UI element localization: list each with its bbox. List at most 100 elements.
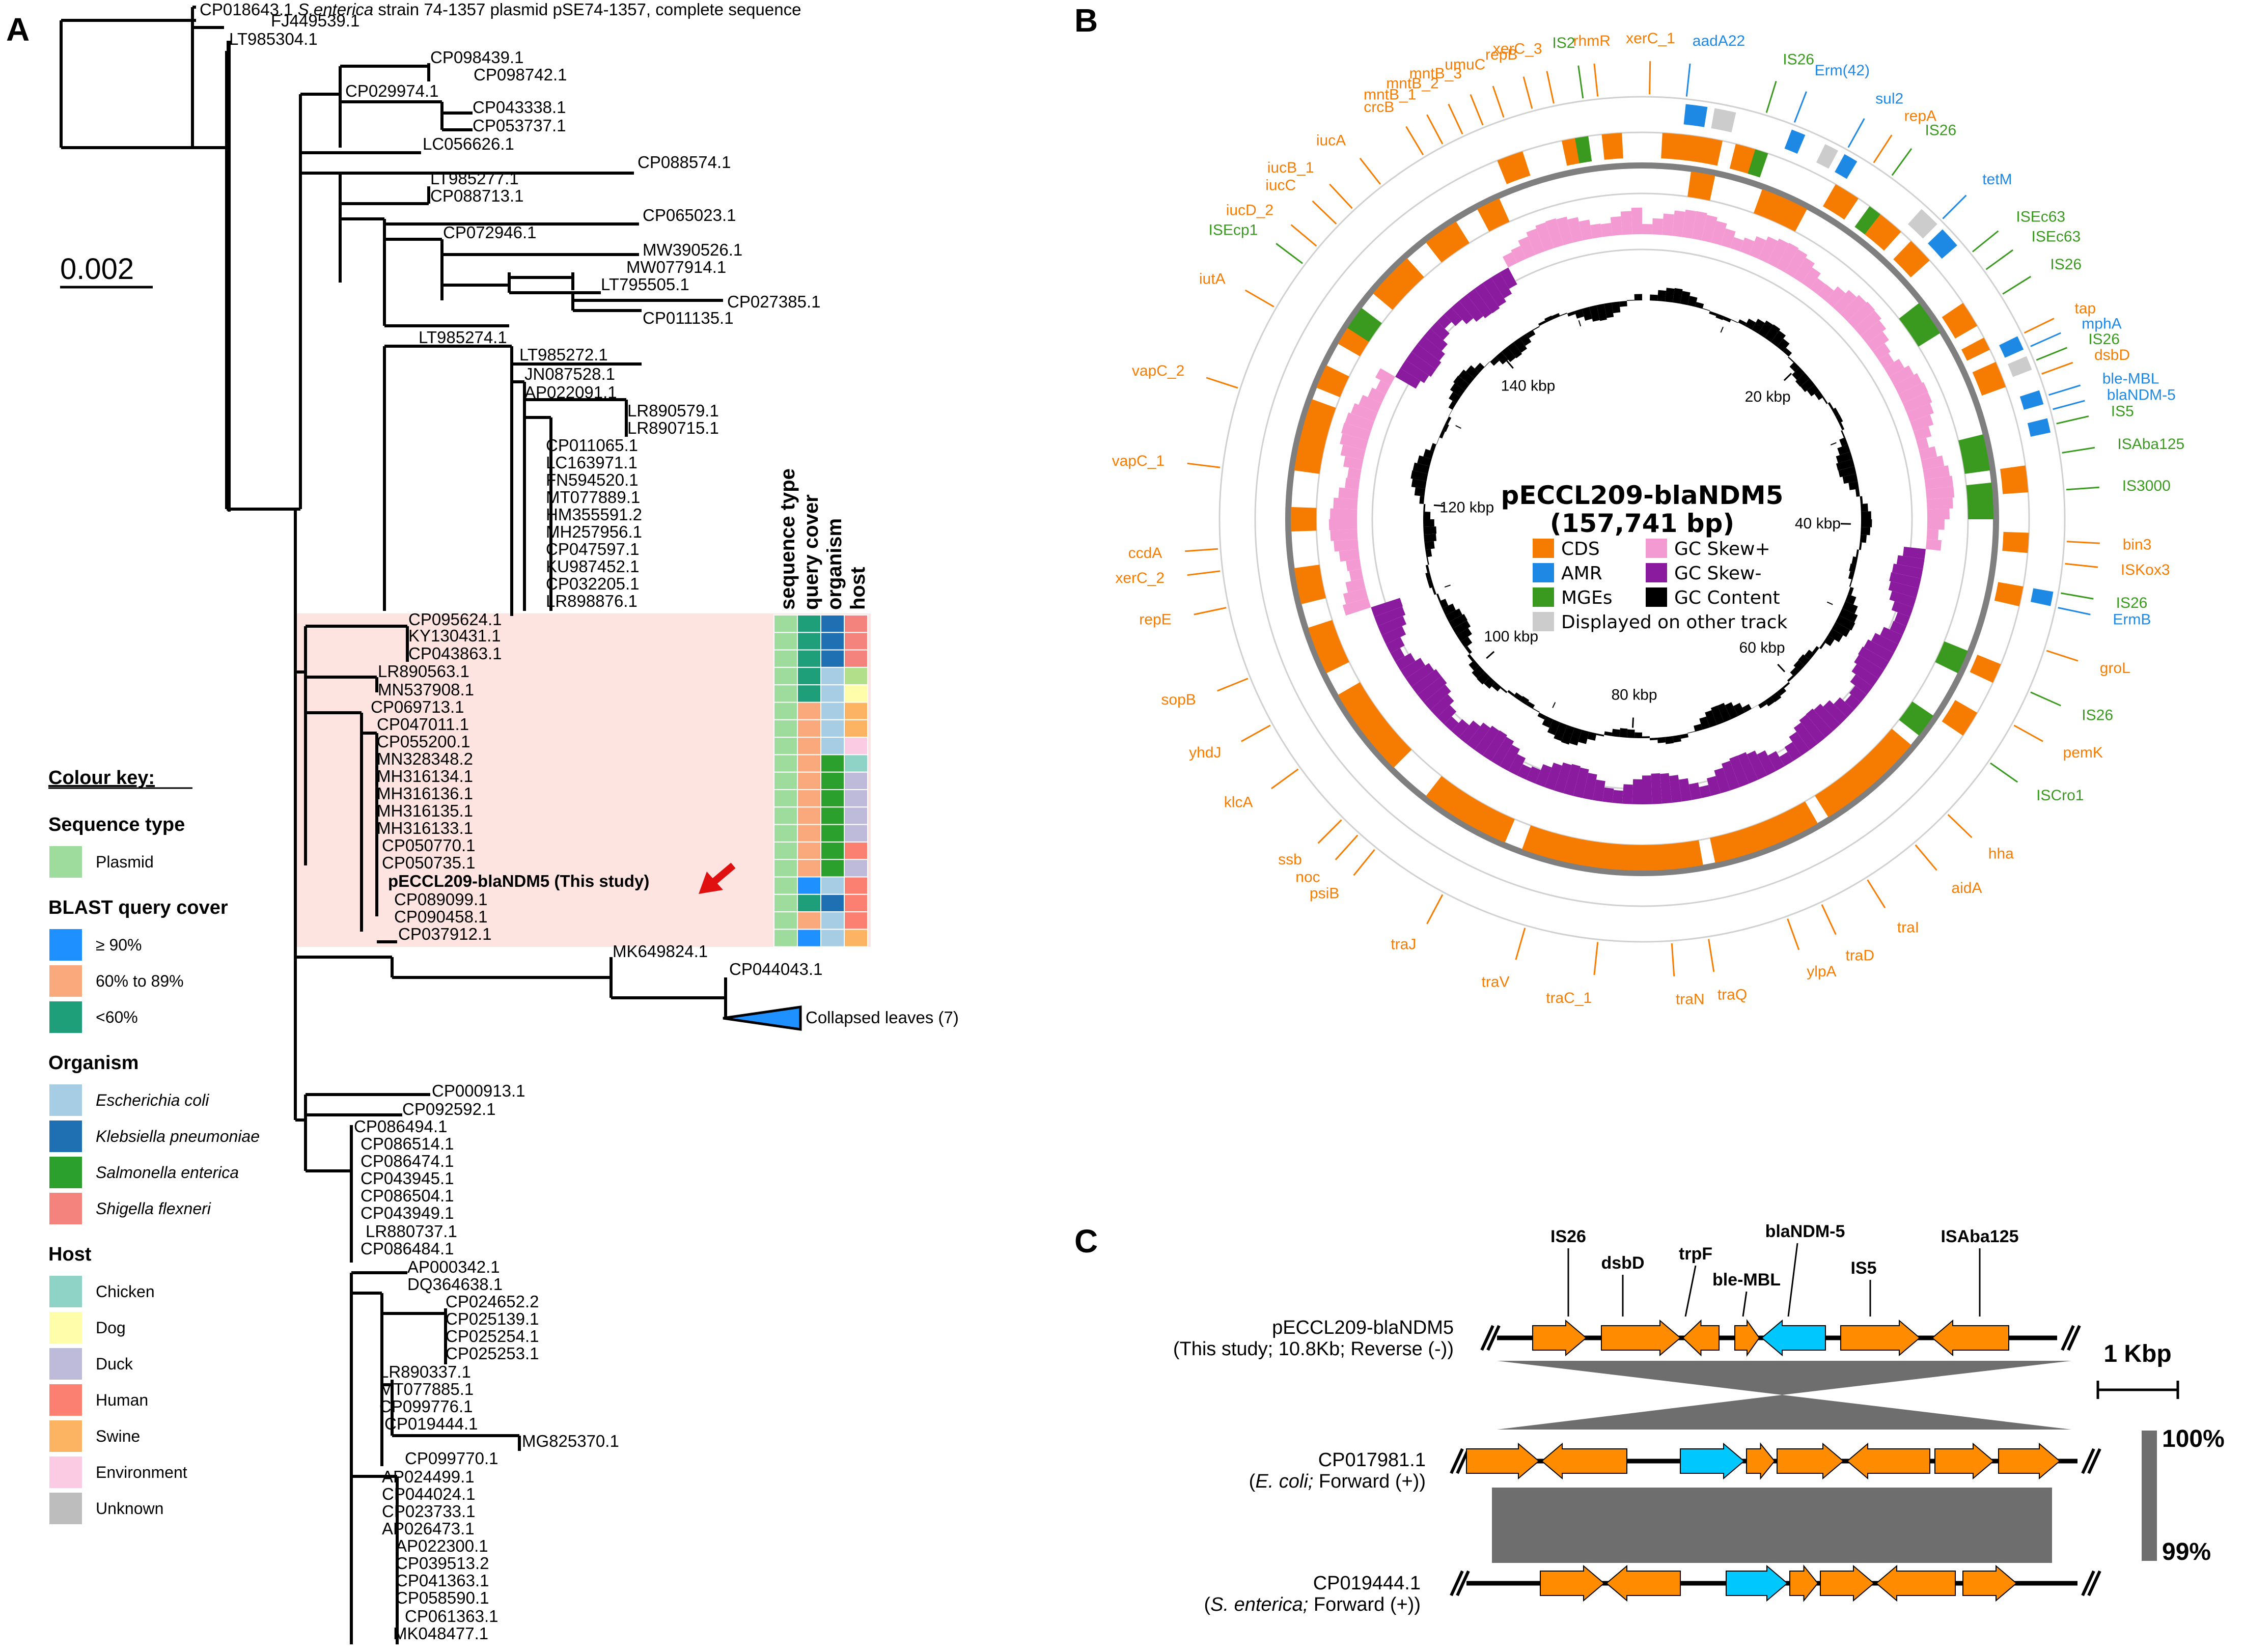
gc-content — [1552, 313, 1560, 320]
gene-arrow — [1682, 1319, 1720, 1357]
gc-content — [1467, 654, 1475, 662]
gc-skew-neg — [1651, 773, 1663, 804]
gene-label-cds: repB — [1485, 46, 1517, 63]
gc-skew-pos — [1923, 465, 1950, 480]
colour-key-swatch — [49, 1493, 82, 1524]
heatmap-cell — [773, 911, 798, 930]
gene-label-amr: mphA — [2082, 316, 2121, 332]
gc-skew-pos — [1349, 569, 1364, 581]
gene-leader — [2030, 691, 2061, 707]
heatmap-cell — [820, 632, 845, 651]
gc-skew-pos — [1916, 437, 1929, 451]
gc-skew-neg — [1517, 764, 1532, 780]
cds-feature — [1994, 582, 2024, 606]
gc-skew-pos — [1925, 486, 1955, 499]
mge-feature — [1958, 434, 1990, 474]
cds-feature — [1308, 620, 1349, 674]
gc-skew-pos — [1776, 243, 1799, 273]
gc-content — [1456, 628, 1472, 642]
gene-label-cds: iucD_2 — [1226, 202, 1273, 219]
tree-leaf: MK048477.1 — [393, 1624, 488, 1643]
gc-content — [1738, 319, 1747, 326]
tree-leaf: MG825370.1 — [522, 1432, 619, 1450]
gc-content — [1860, 534, 1867, 543]
gc-content — [1650, 737, 1658, 741]
gc-content — [1519, 333, 1532, 346]
gc-content — [1472, 665, 1485, 679]
gc-skew-neg — [1451, 719, 1470, 738]
heatmap-cell — [820, 824, 845, 843]
break-mark — [1450, 1448, 1464, 1474]
gc-content — [1751, 705, 1758, 709]
heatmap-cell — [820, 754, 845, 773]
other-track-feature — [1711, 108, 1736, 132]
cds-feature — [1865, 214, 1901, 251]
kbp-tick-label: 120 kbp — [1439, 499, 1494, 516]
colour-key-swatch — [49, 1001, 82, 1033]
legend-label: CDS — [1561, 539, 1600, 559]
gc-skew-pos — [1502, 252, 1517, 268]
mge-feature — [1899, 701, 1934, 736]
gene-label-cds: traQ — [1717, 986, 1747, 1003]
tree-leaf: AP022300.1 — [396, 1536, 488, 1555]
kbp-minor-tick — [1455, 425, 1461, 429]
gene-label-mge: IS26 — [2082, 707, 2113, 723]
gc-content — [1491, 682, 1502, 692]
colour-key-swatch — [49, 1457, 82, 1488]
heatmap-cell — [844, 806, 868, 825]
break-mark — [1480, 1325, 1494, 1351]
gc-skew-neg — [1390, 648, 1405, 662]
gc-skew-pos — [1926, 497, 1953, 510]
gene-label-cds: umuC — [1445, 56, 1485, 73]
gc-content — [1804, 650, 1815, 660]
plasmid-name: pECCL209-blaNDM5 — [1501, 481, 1784, 510]
gc-skew-neg — [1896, 555, 1925, 569]
legend-swatch — [1533, 563, 1554, 582]
ndm-gene-arrow — [1680, 1442, 1745, 1480]
cds-feature — [1426, 776, 1515, 843]
gc-skew-neg — [1632, 779, 1642, 804]
tree-leaf: LT985274.1 — [419, 328, 507, 347]
gene-leader — [1359, 157, 1381, 185]
gc-content — [1855, 489, 1860, 497]
gc-skew-neg — [1814, 704, 1841, 732]
gc-content — [1424, 534, 1437, 542]
heatmap-cell — [797, 649, 821, 668]
colour-key-label: <60% — [96, 1008, 138, 1026]
gc-content — [1561, 725, 1575, 745]
gc-content — [1483, 677, 1496, 689]
legend-swatch — [1646, 539, 1667, 558]
tree-leaf-highlight: MH316136.1 — [377, 784, 473, 803]
identity-min-label: 99% — [2162, 1538, 2211, 1565]
gc-content — [1432, 586, 1436, 595]
gc-skew-neg — [1459, 720, 1481, 744]
gc-skew-neg — [1850, 674, 1873, 695]
gc-skew-pos — [1840, 295, 1867, 321]
gc-skew-pos — [1758, 236, 1778, 263]
gc-skew-pos — [1652, 218, 1664, 235]
gc-skew-neg — [1880, 627, 1903, 645]
gene-label-cds: tap — [2074, 300, 2096, 317]
gc-skew-pos — [1567, 217, 1583, 243]
gc-skew-pos — [1711, 220, 1727, 245]
gc-content — [1849, 564, 1857, 573]
kbp-tick — [1777, 663, 1786, 673]
gc-skew-pos — [1926, 529, 1939, 540]
legend-label: GC Skew+ — [1674, 539, 1770, 559]
gene-leader — [1891, 148, 1913, 176]
gc-content — [1619, 728, 1628, 738]
gc-content — [1423, 449, 1434, 459]
legend-swatch — [1533, 539, 1554, 558]
heatmap-cell — [844, 666, 868, 686]
gc-content — [1574, 309, 1584, 319]
gene-leader — [1426, 114, 1444, 145]
gc-content — [1425, 549, 1432, 557]
heatmap-cell — [820, 614, 845, 633]
gc-skew-pos — [1334, 539, 1359, 552]
gene-leader — [1990, 762, 2018, 783]
cds-feature — [1710, 801, 1818, 863]
c-label-dsbd: dsbD — [1601, 1253, 1645, 1273]
heatmap-cell — [773, 614, 798, 633]
gc-skew-neg — [1714, 768, 1731, 794]
